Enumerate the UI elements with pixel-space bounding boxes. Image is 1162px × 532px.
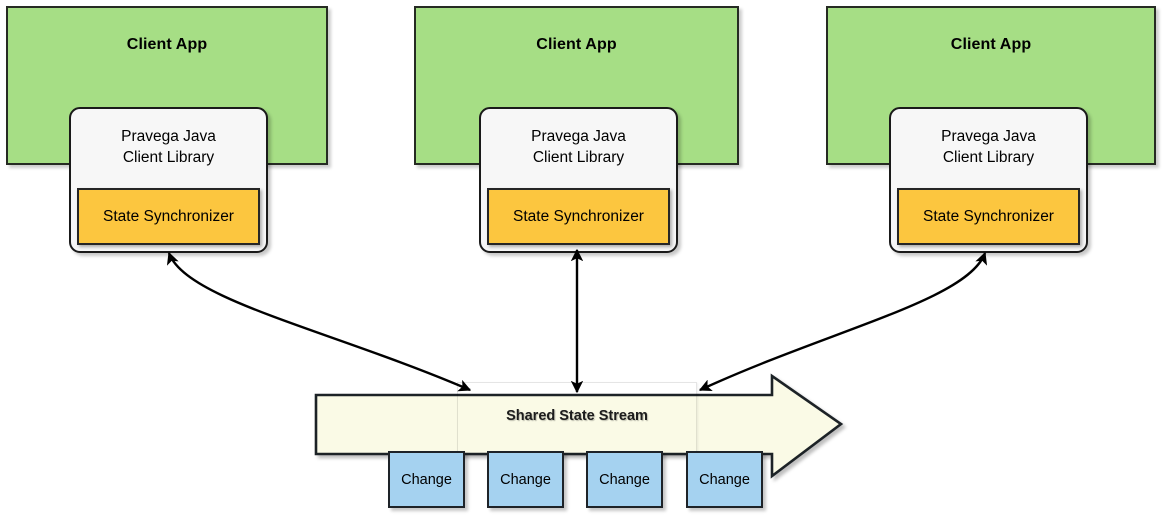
state-synchronizer-box-1[interactable]: State Synchronizer (77, 188, 260, 245)
change-box-label: Change (500, 471, 551, 488)
library-label: Pravega Java Client Library (531, 128, 626, 166)
state-synchronizer-label: State Synchronizer (513, 207, 644, 225)
change-box-label: Change (699, 471, 750, 488)
change-box[interactable]: Change (686, 451, 763, 508)
change-box[interactable]: Change (388, 451, 465, 508)
client-app-label: Client App (126, 36, 208, 53)
change-box-label: Change (401, 471, 452, 488)
change-box-label: Change (599, 471, 650, 488)
stream-label: Shared State Stream (506, 408, 648, 424)
state-synchronizer-box-2[interactable]: State Synchronizer (487, 188, 670, 245)
library-label: Pravega Java Client Library (941, 128, 1036, 166)
library-label: Pravega Java Client Library (121, 128, 216, 166)
state-synchronizer-label: State Synchronizer (103, 207, 234, 225)
state-synchronizer-box-3[interactable]: State Synchronizer (897, 188, 1080, 245)
client-app-label: Client App (950, 36, 1032, 53)
change-box[interactable]: Change (487, 451, 564, 508)
change-box[interactable]: Change (586, 451, 663, 508)
state-synchronizer-label: State Synchronizer (923, 207, 1054, 225)
client-app-label: Client App (536, 36, 617, 53)
